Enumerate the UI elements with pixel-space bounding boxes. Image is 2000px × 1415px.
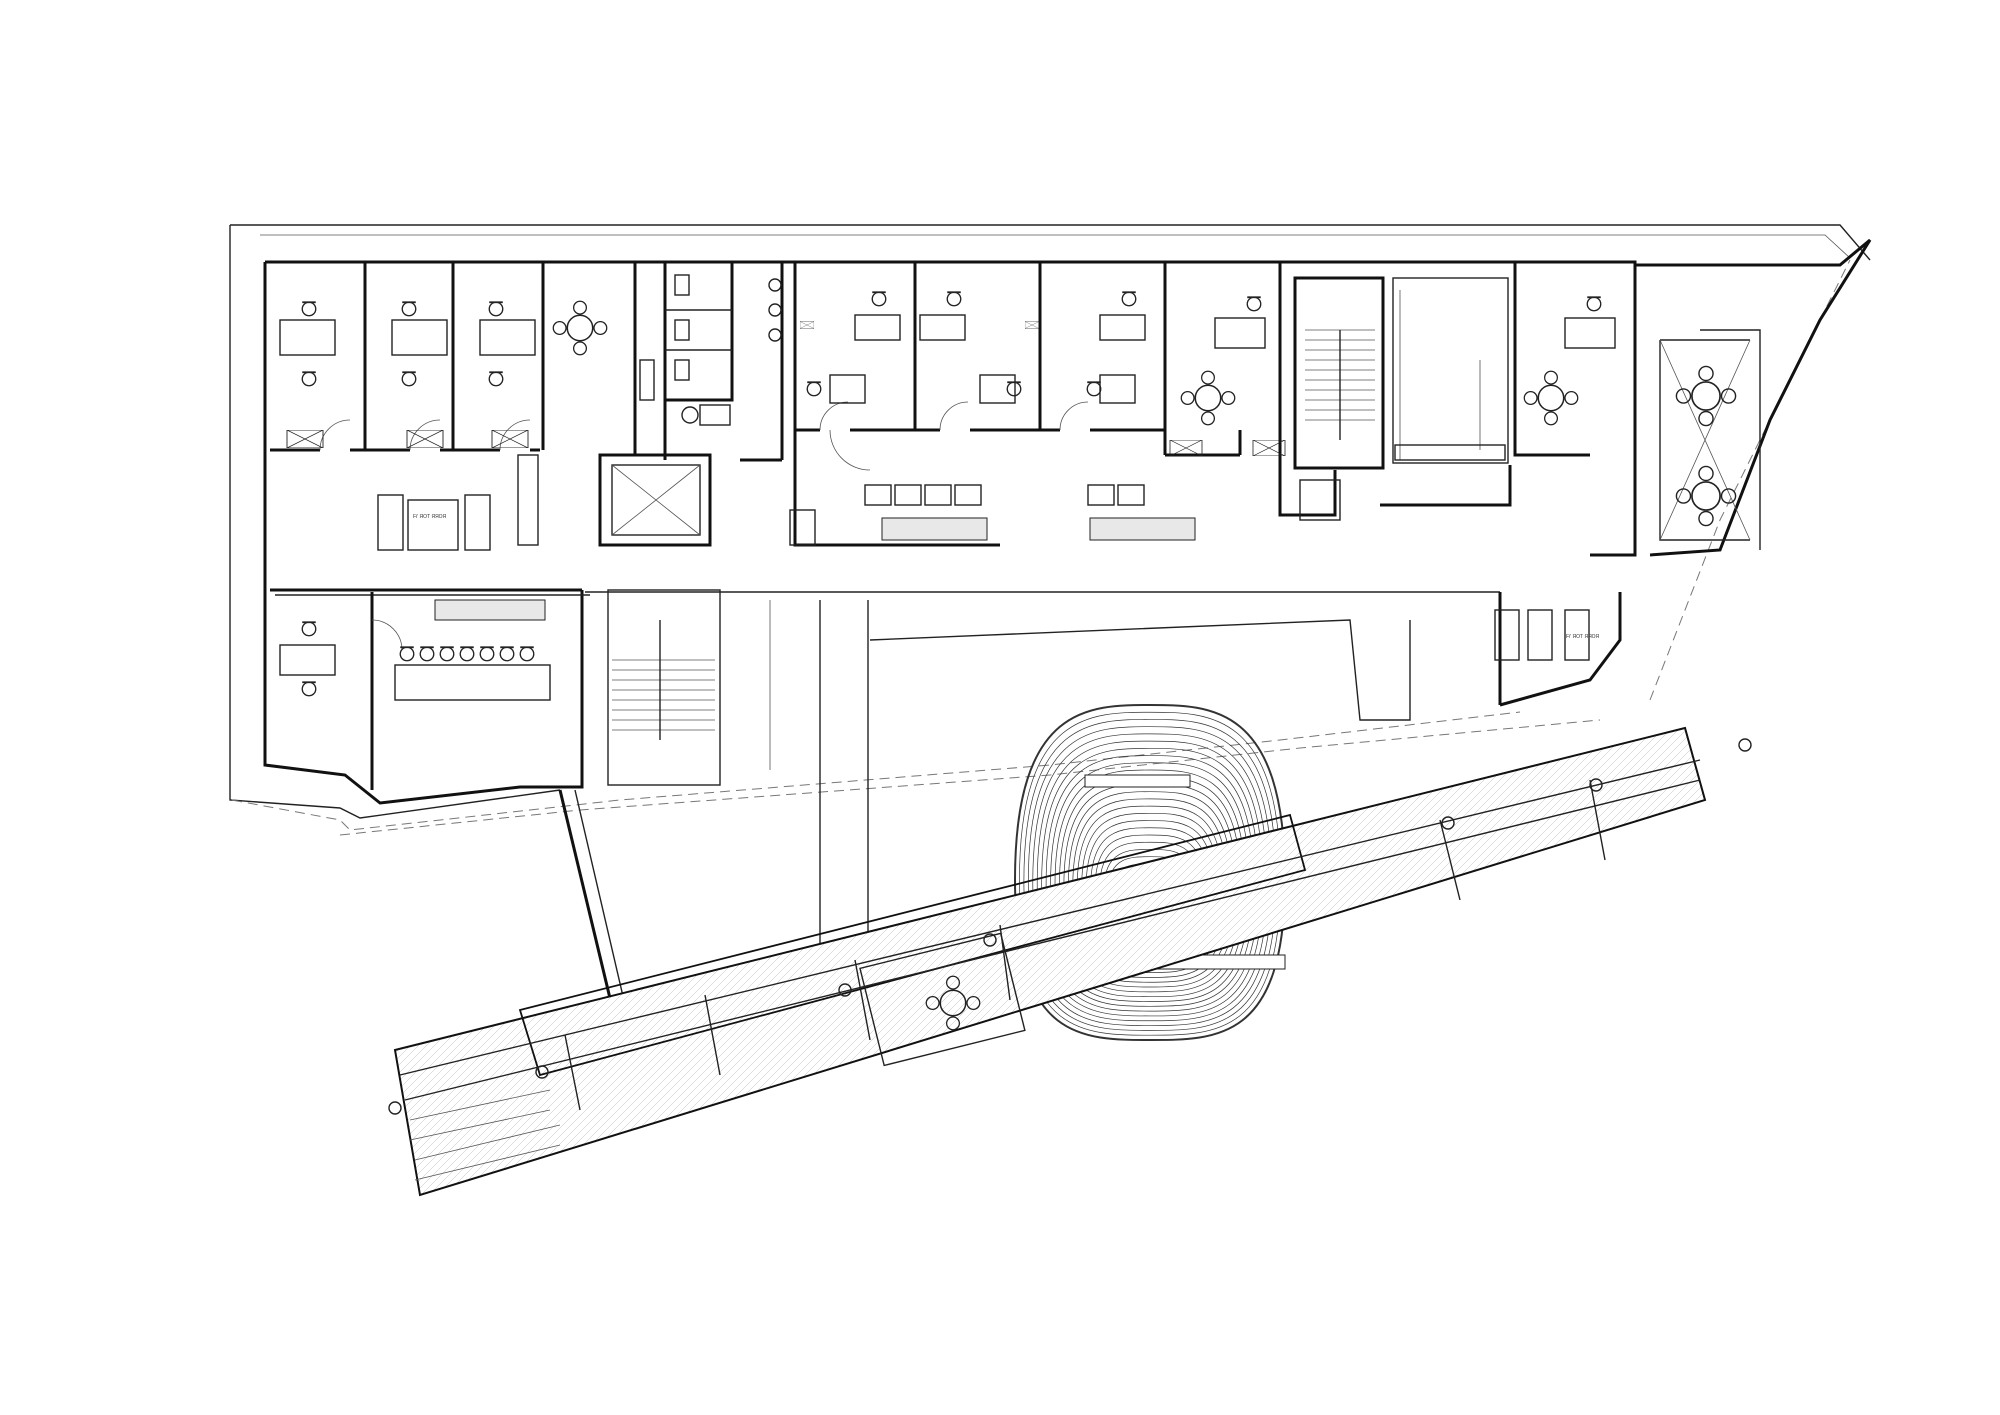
walkway-bridge	[388, 726, 1752, 1197]
lobby: Fi' ЯОТ ЯЯОЯ Fi' ЯОТ ЯЯОЯ	[377, 494, 1599, 661]
sign-left: Fi' ЯОТ ЯЯОЯ	[413, 514, 446, 520]
offices-row-left	[270, 262, 637, 455]
restroom-core	[517, 262, 784, 547]
sign-right: Fi' ЯОТ ЯЯОЯ	[1566, 634, 1599, 640]
pod-slot-upper	[1084, 774, 1191, 788]
building-walls	[263, 238, 1872, 805]
meeting-room	[279, 592, 551, 790]
offices-row-middle	[789, 262, 1196, 547]
offices-row-right	[1165, 262, 1737, 527]
